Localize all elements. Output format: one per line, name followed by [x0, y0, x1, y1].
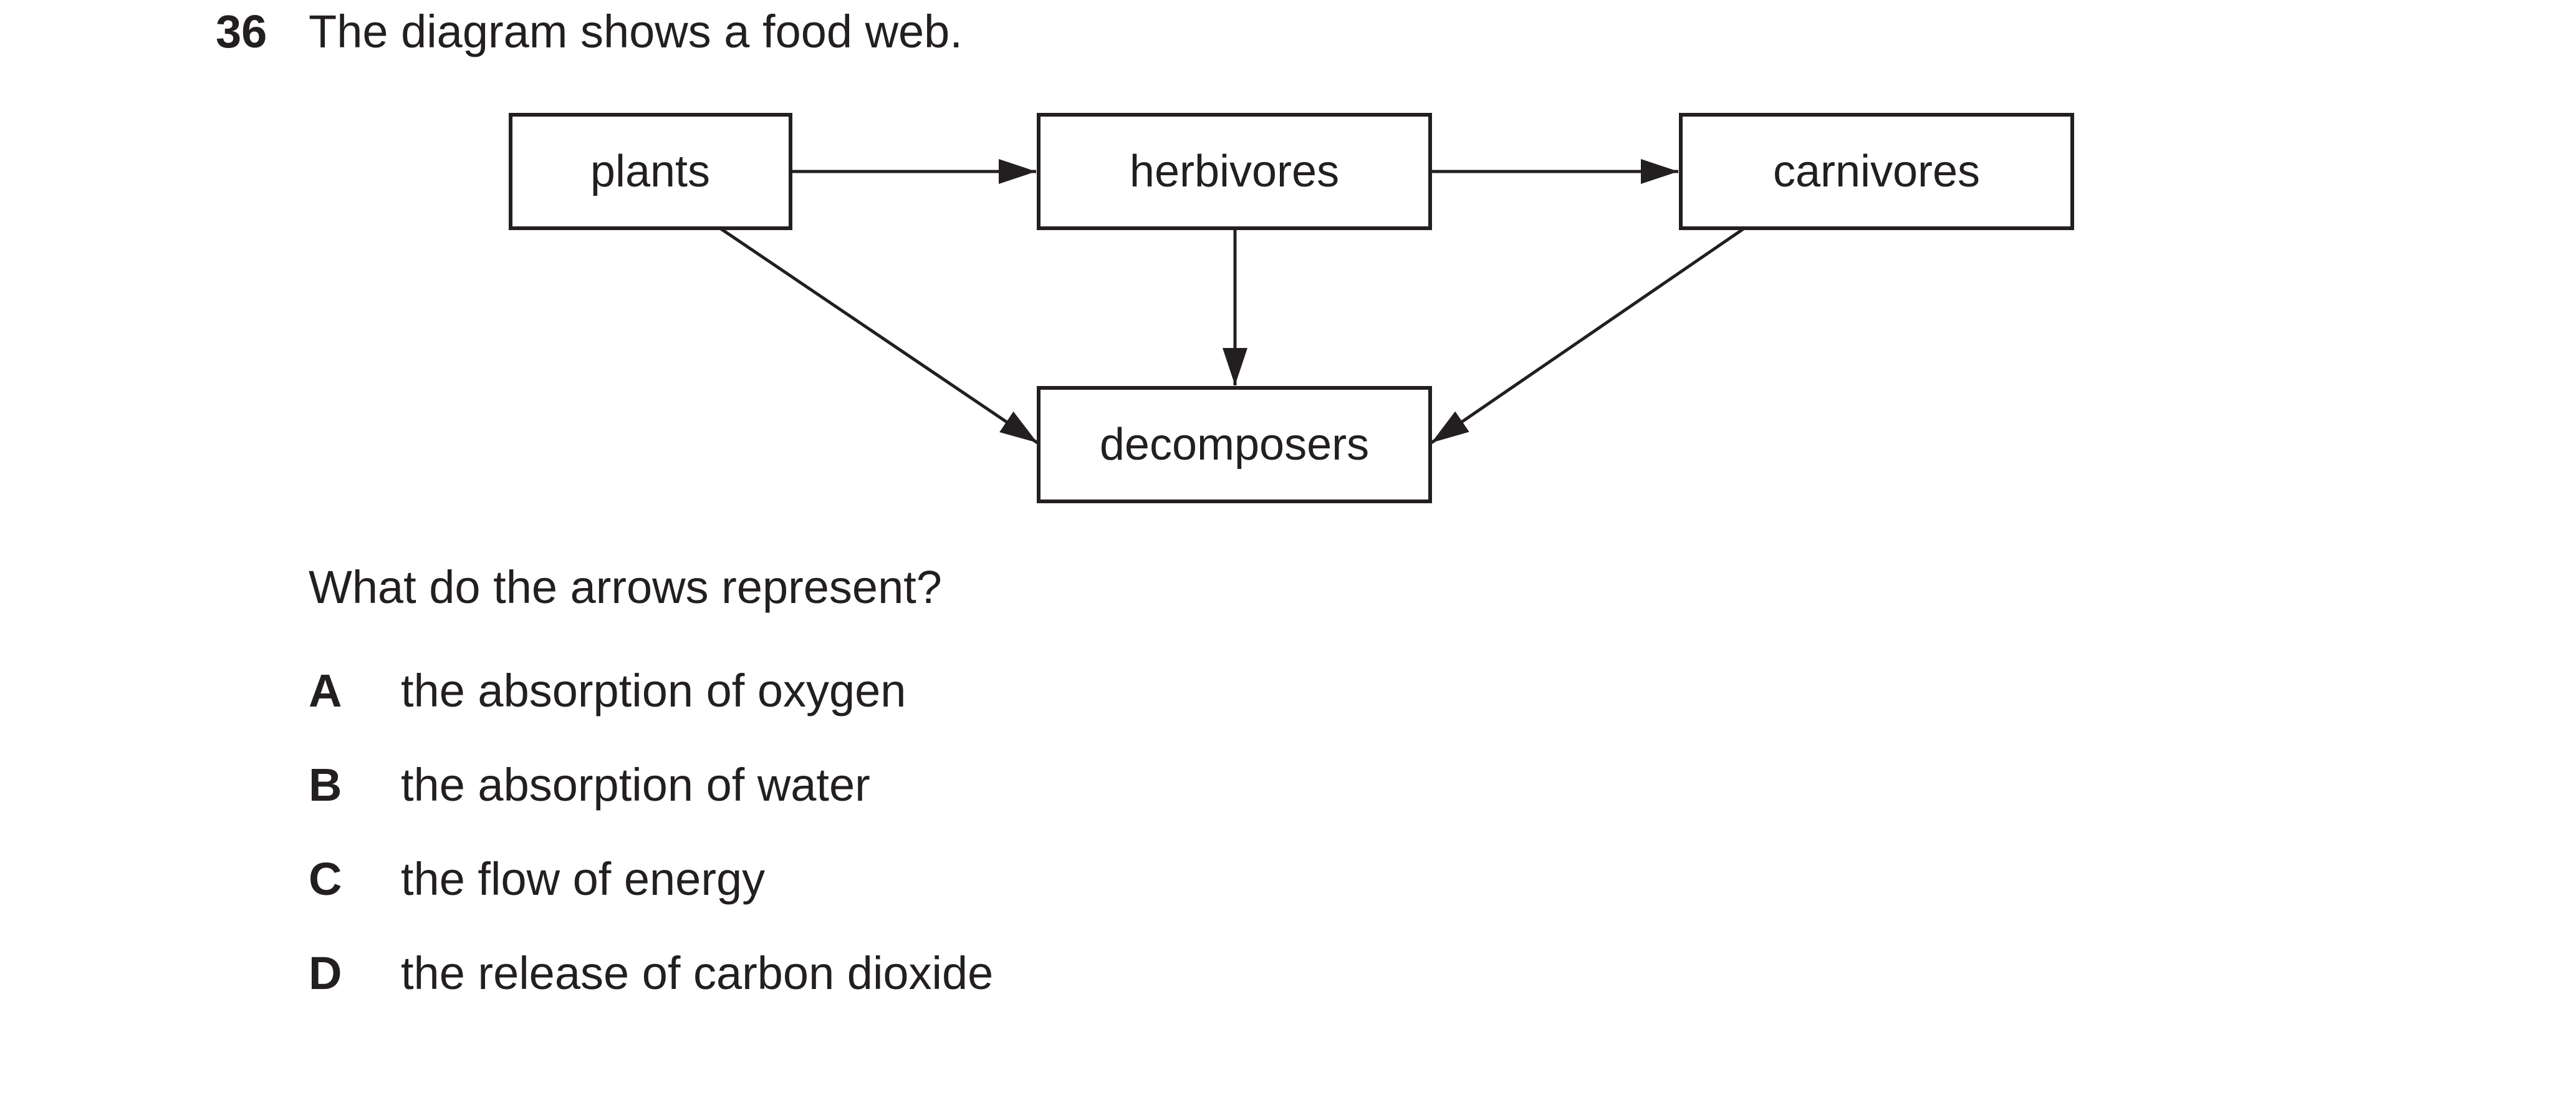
arrow-carnivores-to-decomposers — [1430, 226, 1746, 445]
option-a-text: the absorption of oxygen — [401, 665, 906, 717]
node-decomposers-label: decomposers — [1100, 420, 1369, 470]
option-c-text: the flow of energy — [401, 853, 766, 905]
question-number: 36 — [216, 6, 267, 57]
question-prompt: What do the arrows represent? — [309, 561, 942, 613]
node-herbivores: herbivores — [1037, 113, 1432, 230]
node-carnivores: carnivores — [1679, 113, 2074, 230]
node-decomposers: decomposers — [1037, 386, 1432, 503]
node-plants: plants — [509, 113, 792, 230]
option-d-text: the release of carbon dioxide — [401, 947, 994, 999]
node-plants-label: plants — [590, 147, 710, 196]
node-carnivores-label: carnivores — [1773, 147, 1980, 196]
option-a-letter: A — [309, 665, 342, 717]
arrow-plants-to-decomposers — [719, 226, 1039, 445]
option-b-letter: B — [309, 759, 342, 811]
option-c-letter: C — [309, 853, 342, 905]
option-b-text: the absorption of water — [401, 759, 870, 811]
option-d-letter: D — [309, 947, 342, 999]
question-stem: The diagram shows a food web. — [309, 6, 963, 57]
node-herbivores-label: herbivores — [1130, 147, 1339, 196]
food-web-diagram: plants herbivores carnivores decomposers — [509, 113, 2074, 503]
